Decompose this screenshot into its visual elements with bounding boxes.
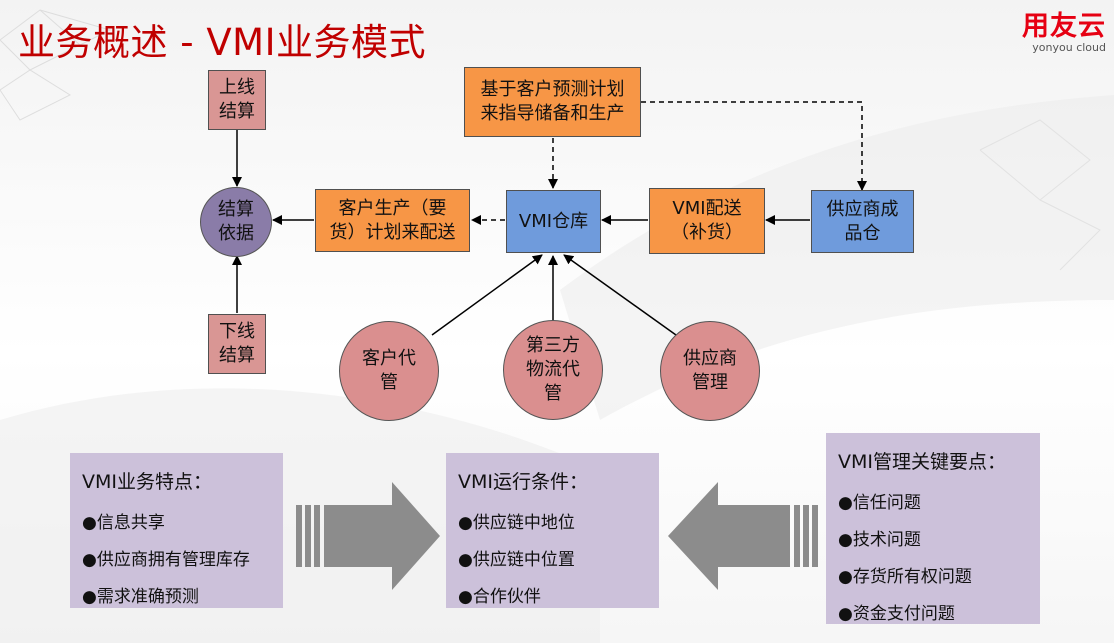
bottom-settlement-box: 下线 结算 xyxy=(208,314,266,374)
features-title: VMI业务特点： xyxy=(82,471,212,493)
big-arrow-right xyxy=(668,482,818,590)
page-title: 业务概述 - VMI业务模式 xyxy=(18,21,427,64)
brand-logo: 用友云 yonyou cloud xyxy=(1022,12,1106,54)
arrow-customer-managed xyxy=(431,254,543,336)
keypoints-title: VMI管理关键要点： xyxy=(838,451,1006,473)
conditions-panel: VMI运行条件： ●供应链中地位 ●供应链中位置 ●合作伙伴 xyxy=(446,453,659,608)
third-party-circle: 第三方 物流代 管 xyxy=(503,320,603,420)
keypoints-item: ●资金支付问题 xyxy=(838,604,955,624)
conditions-item: ●合作伙伴 xyxy=(458,587,541,607)
customer-managed-circle: 客户代 管 xyxy=(339,321,439,421)
supplier-managed-circle: 供应商 管理 xyxy=(660,321,760,421)
features-panel: VMI业务特点： ●信息共享 ●供应商拥有管理库存 ●需求准确预测 xyxy=(70,453,283,608)
arrow-forecast-to-supplier xyxy=(641,101,867,191)
keypoints-item: ●信任问题 xyxy=(838,493,921,513)
features-item: ●信息共享 xyxy=(82,513,165,533)
conditions-item: ●供应链中位置 xyxy=(458,550,575,570)
customer-plan-box: 客户生产（要 货）计划来配送 xyxy=(315,189,470,252)
conditions-item: ●供应链中地位 xyxy=(458,513,575,533)
settlement-basis-circle: 结算 依据 xyxy=(200,187,272,257)
supplier-warehouse-box: 供应商成 品仓 xyxy=(811,190,914,253)
keypoints-item: ●技术问题 xyxy=(838,530,921,550)
conditions-title: VMI运行条件： xyxy=(458,471,588,493)
keypoints-panel: VMI管理关键要点： ●信任问题 ●技术问题 ●存货所有权问题 ●资金支付问题 xyxy=(826,433,1040,624)
features-item: ●需求准确预测 xyxy=(82,587,199,607)
forecast-plan-box: 基于客户预测计划 来指导储备和生产 xyxy=(464,67,641,137)
big-arrow-left xyxy=(296,482,440,590)
top-settlement-box: 上线 结算 xyxy=(208,70,266,130)
logo-subtext: yonyou cloud xyxy=(1032,41,1106,54)
vmi-delivery-box: VMI配送 （补货） xyxy=(649,188,765,254)
vmi-warehouse-box: VMI仓库 xyxy=(506,190,601,253)
features-item: ●供应商拥有管理库存 xyxy=(82,550,250,570)
arrow-supplier-managed xyxy=(563,254,677,336)
logo-text: 用友云 xyxy=(1022,11,1106,42)
keypoints-item: ●存货所有权问题 xyxy=(838,567,972,587)
